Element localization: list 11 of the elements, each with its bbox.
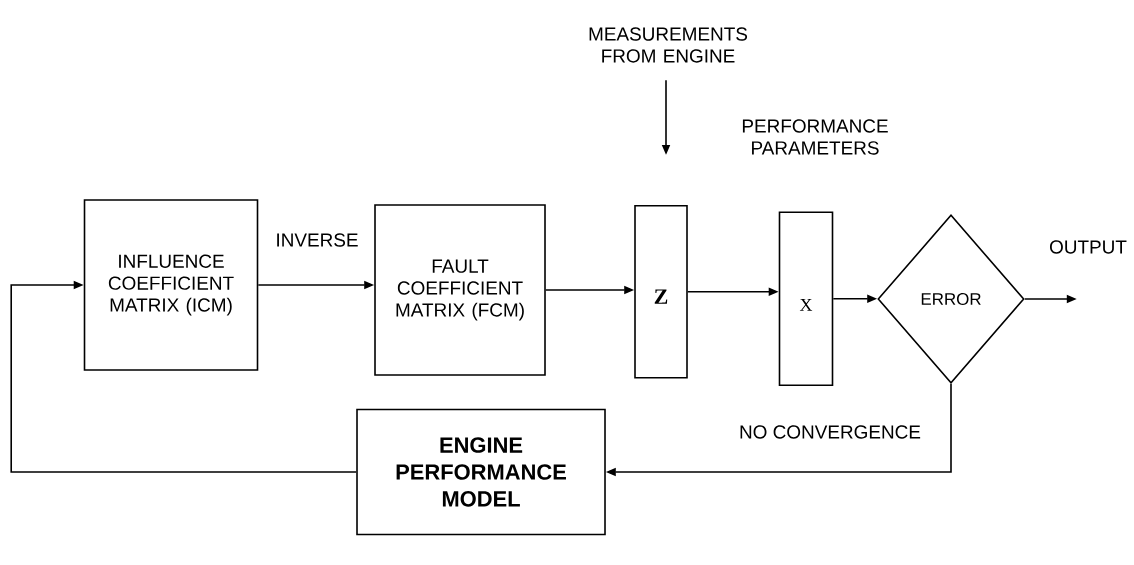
process-box: FAULT COEFFICIENT MATRIX (FCM) — [374, 204, 546, 376]
vector-box: X — [778, 211, 834, 387]
edge-label: INVERSE — [274, 232, 360, 248]
arrow — [10, 280, 357, 473]
process-box: ENGINE PERFORMANCE MODEL — [356, 408, 606, 536]
edge-label: NO CONVERGENCE — [738, 424, 922, 440]
vector-box: Z — [634, 205, 688, 379]
process-box: INFLUENCE COEFFICIENT MATRIX (ICM) — [83, 199, 259, 371]
edge-label: OUTPUT — [1048, 239, 1128, 255]
annotation-text: MEASUREMENTS FROM ENGINE — [589, 27, 748, 63]
annotation-text: PERFORMANCE PARAMETERS — [742, 119, 888, 155]
